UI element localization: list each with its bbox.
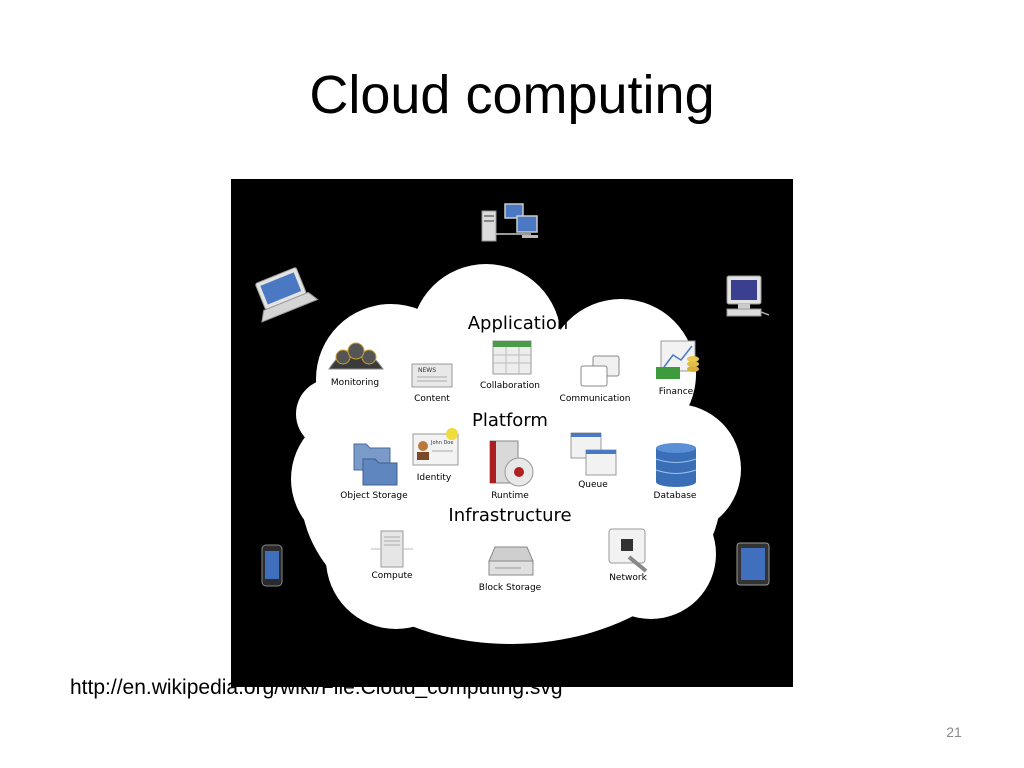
queue-icon (570, 432, 617, 476)
calendar-icon (492, 340, 532, 375)
hard-drive-icon (488, 546, 534, 576)
cloud-diagram: Application Platform Infrastructure Moni… (231, 179, 793, 687)
laptop-icon (255, 267, 319, 323)
compute-server-icon (371, 530, 413, 568)
service-network: Network (609, 573, 647, 583)
service-finance: Finance (659, 387, 694, 397)
layer-application: Application (468, 313, 569, 334)
identity-card-name: John Doe (430, 440, 453, 446)
slide-title: Cloud computing (309, 65, 715, 125)
service-compute: Compute (371, 571, 413, 581)
service-database: Database (654, 491, 697, 501)
source-url: http://en.wikipedia.org/wiki/File:Cloud_… (70, 676, 563, 699)
service-block-storage: Block Storage (479, 583, 542, 593)
phone-icon (261, 544, 283, 587)
desktop-icon (726, 275, 770, 317)
service-monitoring: Monitoring (331, 378, 379, 388)
service-queue: Queue (578, 480, 608, 490)
finance-icon (656, 340, 699, 379)
folders-icon (353, 443, 398, 486)
page-number: 21 (946, 724, 962, 740)
content-icon: NEWS (411, 363, 453, 388)
tablet-icon (736, 542, 770, 586)
layer-infrastructure: Infrastructure (448, 505, 571, 526)
service-content: Content (414, 394, 450, 404)
service-collaboration: Collaboration (480, 381, 540, 391)
servers-icon (481, 203, 538, 242)
speech-bubbles-icon (580, 355, 620, 387)
identity-card-icon: John Doe (412, 428, 459, 466)
service-runtime: Runtime (491, 491, 529, 501)
monitoring-icon (328, 342, 384, 370)
service-communication: Communication (560, 394, 631, 404)
layer-platform: Platform (472, 410, 548, 431)
database-icon (655, 443, 697, 487)
network-socket-icon (608, 528, 648, 573)
runtime-icon (489, 440, 534, 487)
cloud-diagram-svg: Application Platform Infrastructure Moni… (255, 203, 770, 644)
news-label: NEWS (418, 367, 436, 374)
service-identity: Identity (417, 473, 452, 483)
service-object-storage: Object Storage (340, 491, 408, 501)
